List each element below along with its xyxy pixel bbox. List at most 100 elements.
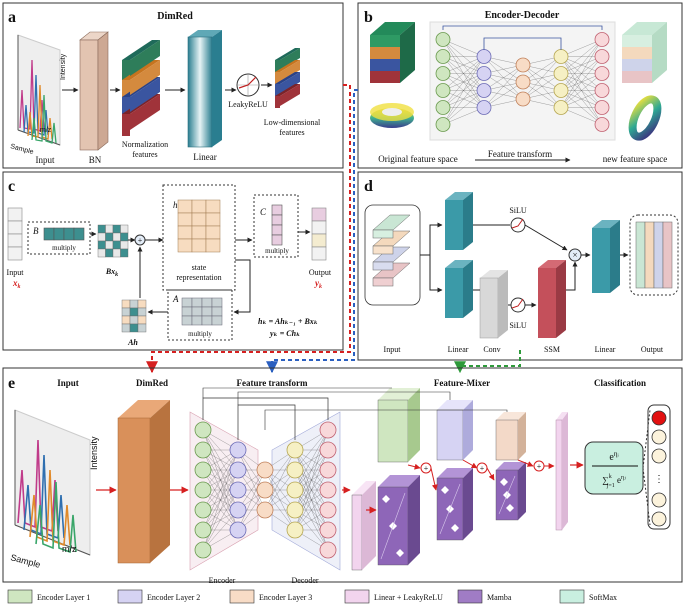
d-silu-top-icon [510,217,526,233]
mixer-arrow [517,459,534,467]
c-output-vector [311,207,327,261]
ah-cell [129,299,139,309]
ah-cell [129,315,139,325]
network-edge [560,39,603,74]
ah-cell [121,315,131,325]
panel-a-title: DimRed [157,11,193,22]
mamba-block-top [378,475,420,487]
d-multiply-node: × [568,248,582,262]
d-linear-top [445,192,473,250]
low-dimensional-features [275,48,300,108]
network-node [594,49,610,64]
network-edge [442,56,485,91]
bx-cell [120,248,129,258]
network-node [286,461,304,479]
network-node [286,481,304,499]
mixer-arrow [486,467,495,481]
e-mixer-linear-side [362,481,376,570]
bx-cell [97,224,106,234]
d-linear-label-2: Linear [595,345,616,354]
network-node [286,521,304,539]
network-edge [202,449,239,491]
d-conv-layer [479,270,508,339]
c-plus-node: + [134,234,146,246]
legend-item: Linear + LeakyReLU [344,589,443,604]
a-cell [191,297,203,308]
mamba-diamond [506,504,514,512]
network-edge [442,73,485,125]
mamba-diamond [500,478,508,486]
state-cell [177,238,193,253]
network-node [229,461,247,479]
network-node [476,83,492,98]
network-node [515,74,531,90]
e-skip-connection [202,397,329,420]
d-linear-bottom [445,260,473,318]
legend-label: Mamba [487,593,512,602]
state-cell [191,225,207,240]
legend-swatch [229,589,255,604]
network-node [515,91,531,107]
network-node [319,441,337,459]
network-node [256,481,274,499]
legend-label: Encoder Layer 2 [147,593,200,602]
c-a-matrix [181,297,223,326]
network-node [594,83,610,98]
c-state-label-2: representation [176,273,221,282]
network-node [553,66,569,81]
c-a-symbol: A [172,294,179,304]
e-axis-sample: Sample [9,552,41,570]
network-node [194,481,212,499]
e-mixer-linear-top [352,481,376,495]
panel-b-letter: b [364,9,373,26]
b-new-space-plot [628,95,662,141]
a-cell [211,315,223,326]
e-decoder-label: Decoder [291,576,318,585]
legend-swatch [559,589,585,604]
legend-swatch [7,589,33,604]
e-feature-mixer: +++ [202,387,555,571]
mamba-block-top [437,468,473,478]
panel-a: a DimRed Intensity m/z Sample Input BN [2,2,344,169]
c-b-vector [43,227,85,241]
state-cell [177,212,193,227]
network-node [256,461,274,479]
c-c-vector [271,204,283,246]
b-input-stack [370,22,415,83]
network-edge [294,489,329,531]
c-b-symbol: B [33,226,39,236]
network-node [594,117,610,132]
state-cell [177,199,193,214]
legend-item: Encoder Layer 3 [229,589,312,604]
mixer-skip [264,409,508,430]
e-mixer-encoder-1 [377,388,420,463]
e-mixer-encoder-3-top [496,412,526,420]
e-mixer-encoder-3 [495,412,526,461]
c-c-multiply-box [253,194,299,258]
network-node [194,501,212,519]
mamba-diamond [441,486,449,494]
b-encoder-decoder-network [429,21,616,141]
network-edge [202,449,239,511]
e-axis-intensity: Intensity [89,436,99,470]
a-cell [201,297,213,308]
mamba-block [377,475,420,566]
panel-b-title: Encoder-Decoder [485,10,560,21]
legend-label: SoftMax [589,593,617,602]
e-axis-mz: m/z [62,544,77,554]
network-edge [560,39,603,91]
network-node [553,100,569,115]
e-mixer-encoder-3-side [518,412,526,460]
network-node [594,32,610,47]
b-original-space-plot [370,103,414,128]
d-input-stack [372,214,411,287]
d-linear-label-1: Linear [448,345,469,354]
e-input-spectra-plot: Intensity m/z Sample [9,409,99,570]
legend-label: Encoder Layer 3 [259,593,312,602]
network-node [476,49,492,64]
e-dimred-title: DimRed [136,378,168,388]
a-activation-label: LeakyReLU [228,100,268,109]
c-c-multiply-label: multiply [265,247,289,255]
a-cell [191,306,203,317]
